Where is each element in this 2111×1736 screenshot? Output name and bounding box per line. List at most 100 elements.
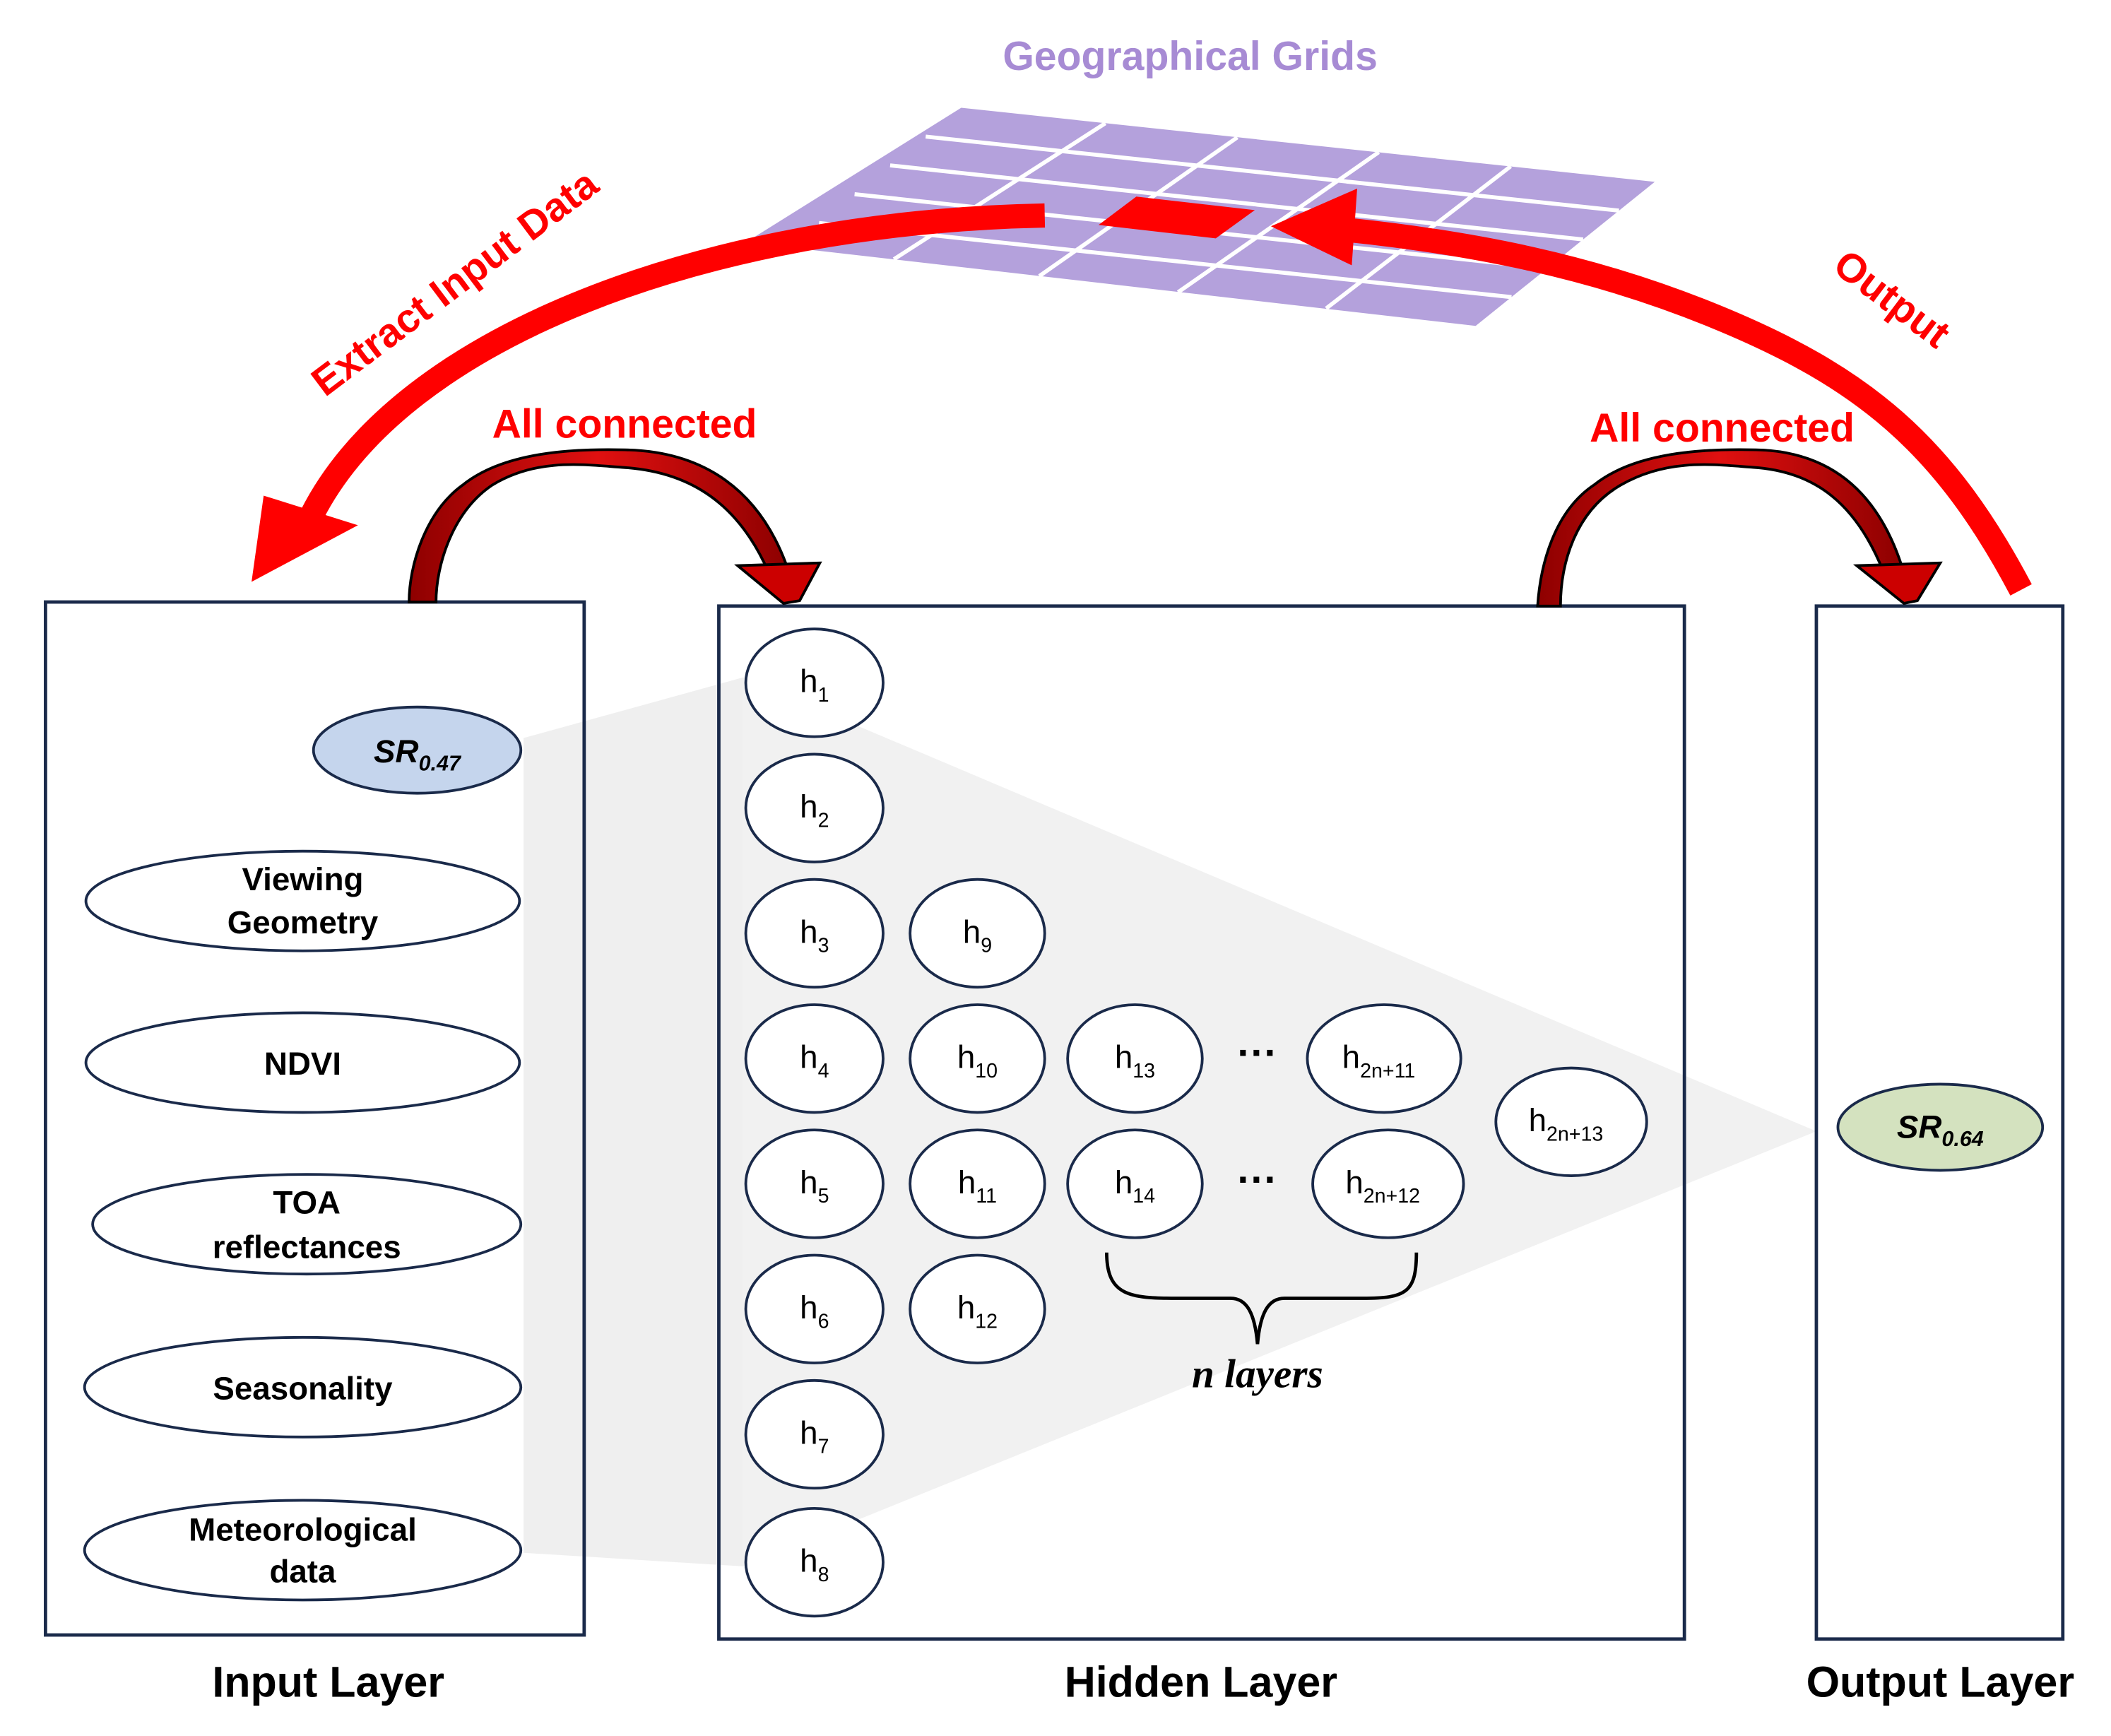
input-node-meteorological-data: Meteorological data <box>83 1499 523 1602</box>
node-sub: 2n+12 <box>1364 1185 1420 1207</box>
svg-text:SR0.64: SR0.64 <box>1897 1109 1984 1151</box>
n-layers-brace <box>1105 1252 1419 1345</box>
target-grid-cell <box>1098 196 1255 239</box>
toa-line2: reflectances <box>213 1229 401 1265</box>
node-base: h <box>800 789 817 825</box>
node-sub: 4 <box>818 1060 829 1082</box>
svg-text:h9: h9 <box>963 914 992 957</box>
input-node-seasonality: Seasonality <box>83 1335 523 1439</box>
node-base: h <box>1529 1102 1547 1138</box>
input-node-ndvi: NDVI <box>84 1011 521 1114</box>
output-node-sr064: SR0.64 <box>1836 1082 2045 1172</box>
node-sub: 2n+13 <box>1547 1123 1603 1145</box>
node-sub: 13 <box>1133 1060 1155 1082</box>
ellipsis-row2: ··· <box>1237 1157 1277 1203</box>
all-connected-arrow-left <box>408 448 822 605</box>
meteorological-line1: Meteorological <box>189 1512 417 1548</box>
node-base: h <box>800 1164 817 1200</box>
viewing-geometry-line1: Viewing <box>242 861 363 897</box>
svg-text:h2n+13: h2n+13 <box>1529 1102 1604 1145</box>
hidden-node-h4: h4 <box>744 1003 885 1114</box>
hidden-node-h8: h8 <box>744 1506 885 1618</box>
hidden-layer-box <box>717 604 1686 1641</box>
node-sub: 3 <box>818 935 829 957</box>
ellipsis-row1: ··· <box>1237 1031 1277 1076</box>
input-node-toa-reflectances: TOA reflectances <box>91 1173 523 1276</box>
toa-line1: TOA <box>273 1184 341 1220</box>
node-sub: 9 <box>981 935 992 957</box>
node-sub: 2n+11 <box>1360 1060 1415 1082</box>
extract-input-arrow <box>252 203 1046 582</box>
hidden-node-h2: h2 <box>744 752 885 863</box>
svg-text:h14: h14 <box>1115 1164 1155 1207</box>
node-base: h <box>957 1289 975 1325</box>
svg-text:h2: h2 <box>800 789 829 832</box>
svg-text:h8: h8 <box>800 1542 829 1586</box>
hidden-node-h7: h7 <box>744 1378 885 1490</box>
hidden-node-h11: h11 <box>909 1128 1046 1239</box>
svg-text:h13: h13 <box>1115 1039 1155 1082</box>
node-base: h <box>800 914 817 950</box>
hidden-node-h14: h14 <box>1066 1128 1204 1239</box>
grid-title: Geographical Grids <box>1003 34 1378 79</box>
node-sub: 10 <box>975 1060 998 1082</box>
hidden-layer-label: Hidden Layer <box>1065 1658 1337 1706</box>
n-layers-label: n layers <box>1192 1352 1323 1396</box>
svg-text:h6: h6 <box>800 1289 829 1333</box>
sr-input-main: SR <box>374 733 419 769</box>
node-base: h <box>800 1542 817 1578</box>
sr-output-sub: 0.64 <box>1941 1127 1983 1151</box>
hidden-node-h5: h5 <box>744 1128 885 1239</box>
svg-text:h2n+12: h2n+12 <box>1345 1164 1420 1207</box>
seasonality-label: Seasonality <box>213 1370 393 1406</box>
hidden-node-h6: h6 <box>744 1253 885 1364</box>
svg-text:h5: h5 <box>800 1164 829 1207</box>
node-sub: 7 <box>818 1436 829 1458</box>
meteorological-line2: data <box>269 1554 336 1590</box>
svg-text:h7: h7 <box>800 1415 829 1458</box>
input-layer-label: Input Layer <box>212 1658 444 1706</box>
svg-text:SR0.47: SR0.47 <box>374 733 462 775</box>
sr-input-sub: 0.47 <box>419 751 462 775</box>
node-base: h <box>1115 1039 1133 1075</box>
hidden-node-h2n12: h2n+12 <box>1311 1128 1465 1239</box>
node-sub: 14 <box>1133 1185 1155 1207</box>
hidden-node-h2n13: h2n+13 <box>1494 1066 1648 1177</box>
all-connected-left-label: All connected <box>492 401 757 447</box>
output-layer-label: Output Layer <box>1807 1658 2075 1706</box>
node-base: h <box>958 1164 976 1200</box>
node-base: h <box>800 663 817 699</box>
svg-text:h2n+11: h2n+11 <box>1342 1039 1416 1082</box>
output-layer-box <box>1814 604 2065 1641</box>
node-sub: 12 <box>975 1310 998 1333</box>
sr-output-main: SR <box>1897 1109 1942 1145</box>
node-sub: 11 <box>976 1185 997 1207</box>
node-sub: 2 <box>818 809 829 832</box>
node-base: h <box>957 1039 975 1075</box>
node-sub: 6 <box>818 1310 829 1333</box>
hidden-node-h13: h13 <box>1066 1003 1204 1114</box>
output-label: Output <box>1826 241 1958 357</box>
node-base: h <box>800 1289 817 1325</box>
hidden-node-h2n11: h2n+11 <box>1306 1003 1462 1114</box>
svg-text:h10: h10 <box>957 1039 998 1082</box>
hidden-node-h9: h9 <box>909 878 1046 989</box>
svg-text:h3: h3 <box>800 914 829 957</box>
input-node-sr047: SR0.47 <box>312 705 523 795</box>
input-layer-box <box>44 600 586 1637</box>
node-base: h <box>800 1415 817 1451</box>
hidden-node-h1: h1 <box>744 627 885 738</box>
geographical-grid <box>745 107 1655 326</box>
viewing-geometry-line2: Geometry <box>227 904 379 940</box>
svg-text:h1: h1 <box>800 663 829 707</box>
svg-text:h4: h4 <box>800 1039 829 1082</box>
node-sub: 8 <box>818 1564 829 1586</box>
ndvi-label: NDVI <box>264 1046 341 1082</box>
hidden-node-h12: h12 <box>909 1253 1046 1364</box>
hidden-node-h3: h3 <box>744 878 885 989</box>
output-arrow <box>1270 188 2032 596</box>
svg-text:h12: h12 <box>957 1289 998 1333</box>
node-base: h <box>1342 1039 1360 1075</box>
